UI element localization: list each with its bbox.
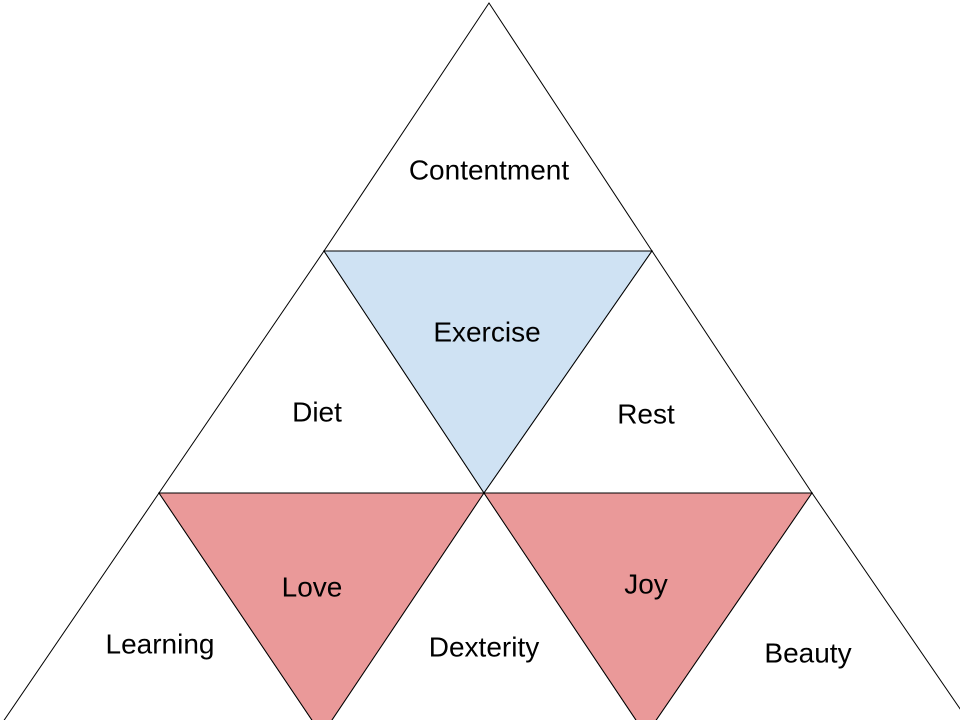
label-learning: Learning bbox=[106, 628, 215, 659]
label-diet: Diet bbox=[292, 396, 342, 427]
label-contentment: Contentment bbox=[409, 154, 570, 185]
label-love: Love bbox=[282, 571, 343, 602]
label-rest: Rest bbox=[617, 398, 675, 429]
label-joy: Joy bbox=[624, 568, 668, 599]
label-beauty: Beauty bbox=[764, 637, 851, 668]
label-exercise: Exercise bbox=[433, 316, 540, 347]
triangle-contentment bbox=[323, 2, 653, 252]
triangle-beauty bbox=[655, 492, 960, 720]
label-dexterity: Dexterity bbox=[429, 631, 539, 662]
